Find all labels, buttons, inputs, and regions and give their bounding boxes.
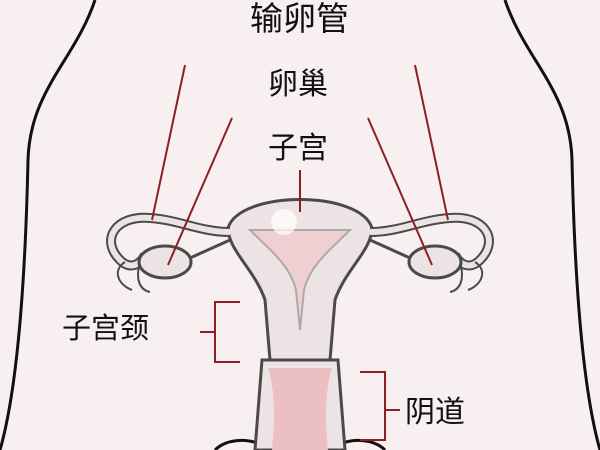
pointer-lines [151,64,449,441]
label-fallopian-tube: 输卵管 [250,0,349,38]
label-vagina: 阴道 [405,395,465,430]
label-uterus: 子宫 [268,131,328,166]
ovary-right [407,244,463,280]
uterine-cavity [247,229,353,331]
label-cervix: 子宫颈 [62,311,150,345]
body-outline-right [503,0,600,450]
ovary-left [137,244,193,280]
body-outline-left [0,0,97,450]
vaginal-canal [268,368,332,450]
label-ovary: 卵巢 [268,67,328,102]
watermark-logo [271,209,297,235]
